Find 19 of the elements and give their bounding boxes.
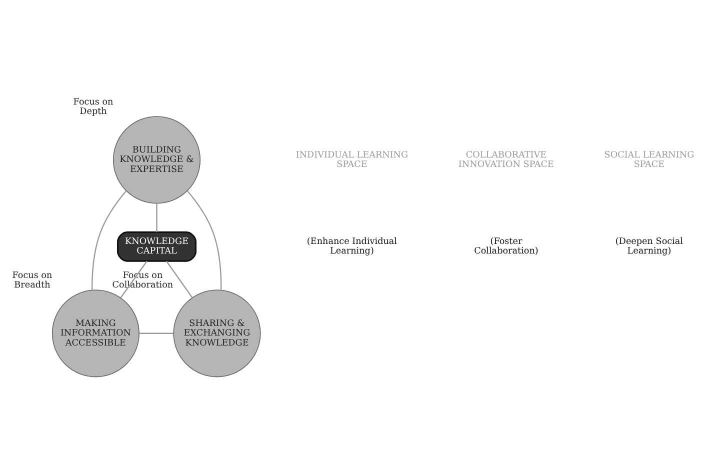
label: (Foster Collaboration) <box>474 236 538 256</box>
connector <box>91 190 127 290</box>
node-circle: BUILDING KNOWLEDGE & EXPERTISE <box>112 116 201 204</box>
label: INDIVIDUAL LEARNING SPACE <box>296 150 408 170</box>
connector <box>166 260 193 298</box>
connector <box>186 190 222 290</box>
label: (Deepen Social Learning) <box>615 236 684 256</box>
connector <box>120 260 148 298</box>
label: COLLABORATIVE INNOVATION SPACE <box>458 150 554 170</box>
node-circle: SHARING & EXCHANGING KNOWLEDGE <box>173 289 261 377</box>
node-circle: MAKING INFORMATION ACCESSIBLE <box>52 289 140 377</box>
node-label: Focus on Breadth <box>12 270 52 290</box>
node-label: Focus on Depth <box>73 96 114 116</box>
label: SOCIAL LEARNING SPACE <box>604 150 694 170</box>
label: (Enhance Individual Learning) <box>306 236 398 256</box>
connector <box>156 202 158 232</box>
connector <box>139 332 174 334</box>
node-box: KNOWLEDGE CAPITAL <box>117 230 197 262</box>
node-label: Focus on Collaboration <box>112 270 174 290</box>
